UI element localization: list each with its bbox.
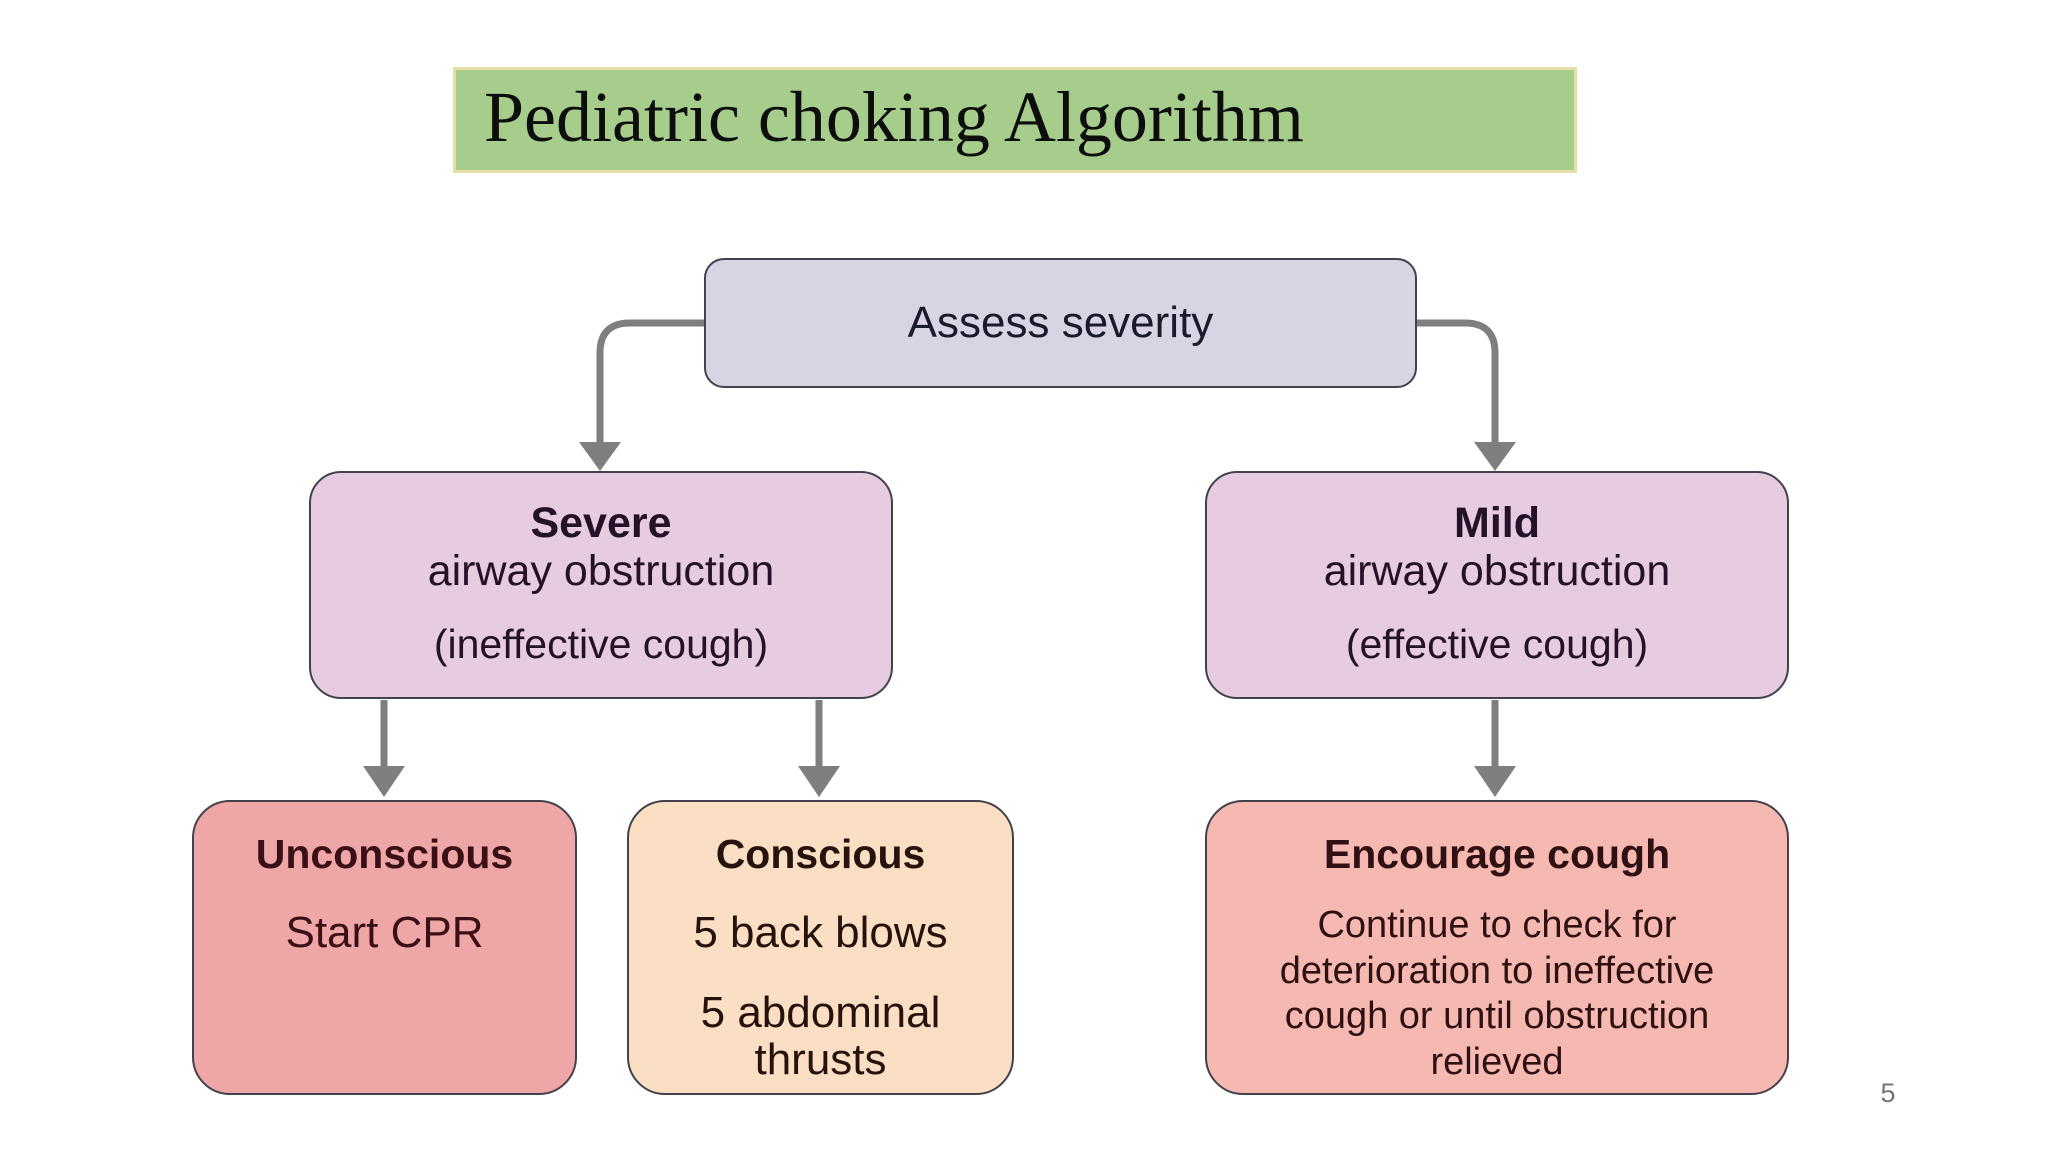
conscious-heading: Conscious [715,831,926,877]
connector-assess-to-mild [1417,319,1499,444]
connector-assess-to-severe [596,319,704,444]
conscious-action-1: 5 back blows [693,908,948,958]
arrowhead-unconscious [363,766,405,797]
node-mild-obstruction: Mild airway obstruction (effective cough… [1205,471,1789,699]
unconscious-action: Start CPR [285,908,484,958]
page-number: 5 [1880,1078,1896,1108]
node-severe-obstruction: Severe airway obstruction (ineffective c… [309,471,893,699]
node-conscious: Conscious 5 back blows 5 abdominal thrus… [627,800,1014,1095]
mild-note: (effective cough) [1345,621,1649,668]
assess-severity-label: Assess severity [907,298,1214,347]
arrowhead-mild [1474,442,1516,471]
title-banner: Pediatric choking Algorithm [453,67,1577,173]
severe-note: (ineffective cough) [433,621,769,668]
arrowhead-severe [579,442,621,471]
mild-subheading: airway obstruction [1323,547,1671,596]
unconscious-heading: Unconscious [255,831,514,877]
arrowhead-encourage [1474,766,1516,797]
severe-heading: Severe [530,499,672,547]
node-assess-severity: Assess severity [704,258,1417,388]
encourage-heading: Encourage cough [1323,831,1671,877]
page-title: Pediatric choking Algorithm [484,77,1304,157]
mild-heading: Mild [1454,499,1540,547]
conscious-action-2: 5 abdominal thrusts [700,987,941,1085]
node-encourage-cough: Encourage cough Continue to check for de… [1205,800,1789,1095]
node-unconscious: Unconscious Start CPR [192,800,577,1095]
arrowhead-conscious [798,766,840,797]
severe-subheading: airway obstruction [427,547,775,596]
encourage-detail: Continue to check for deterioration to i… [1279,904,1715,1083]
